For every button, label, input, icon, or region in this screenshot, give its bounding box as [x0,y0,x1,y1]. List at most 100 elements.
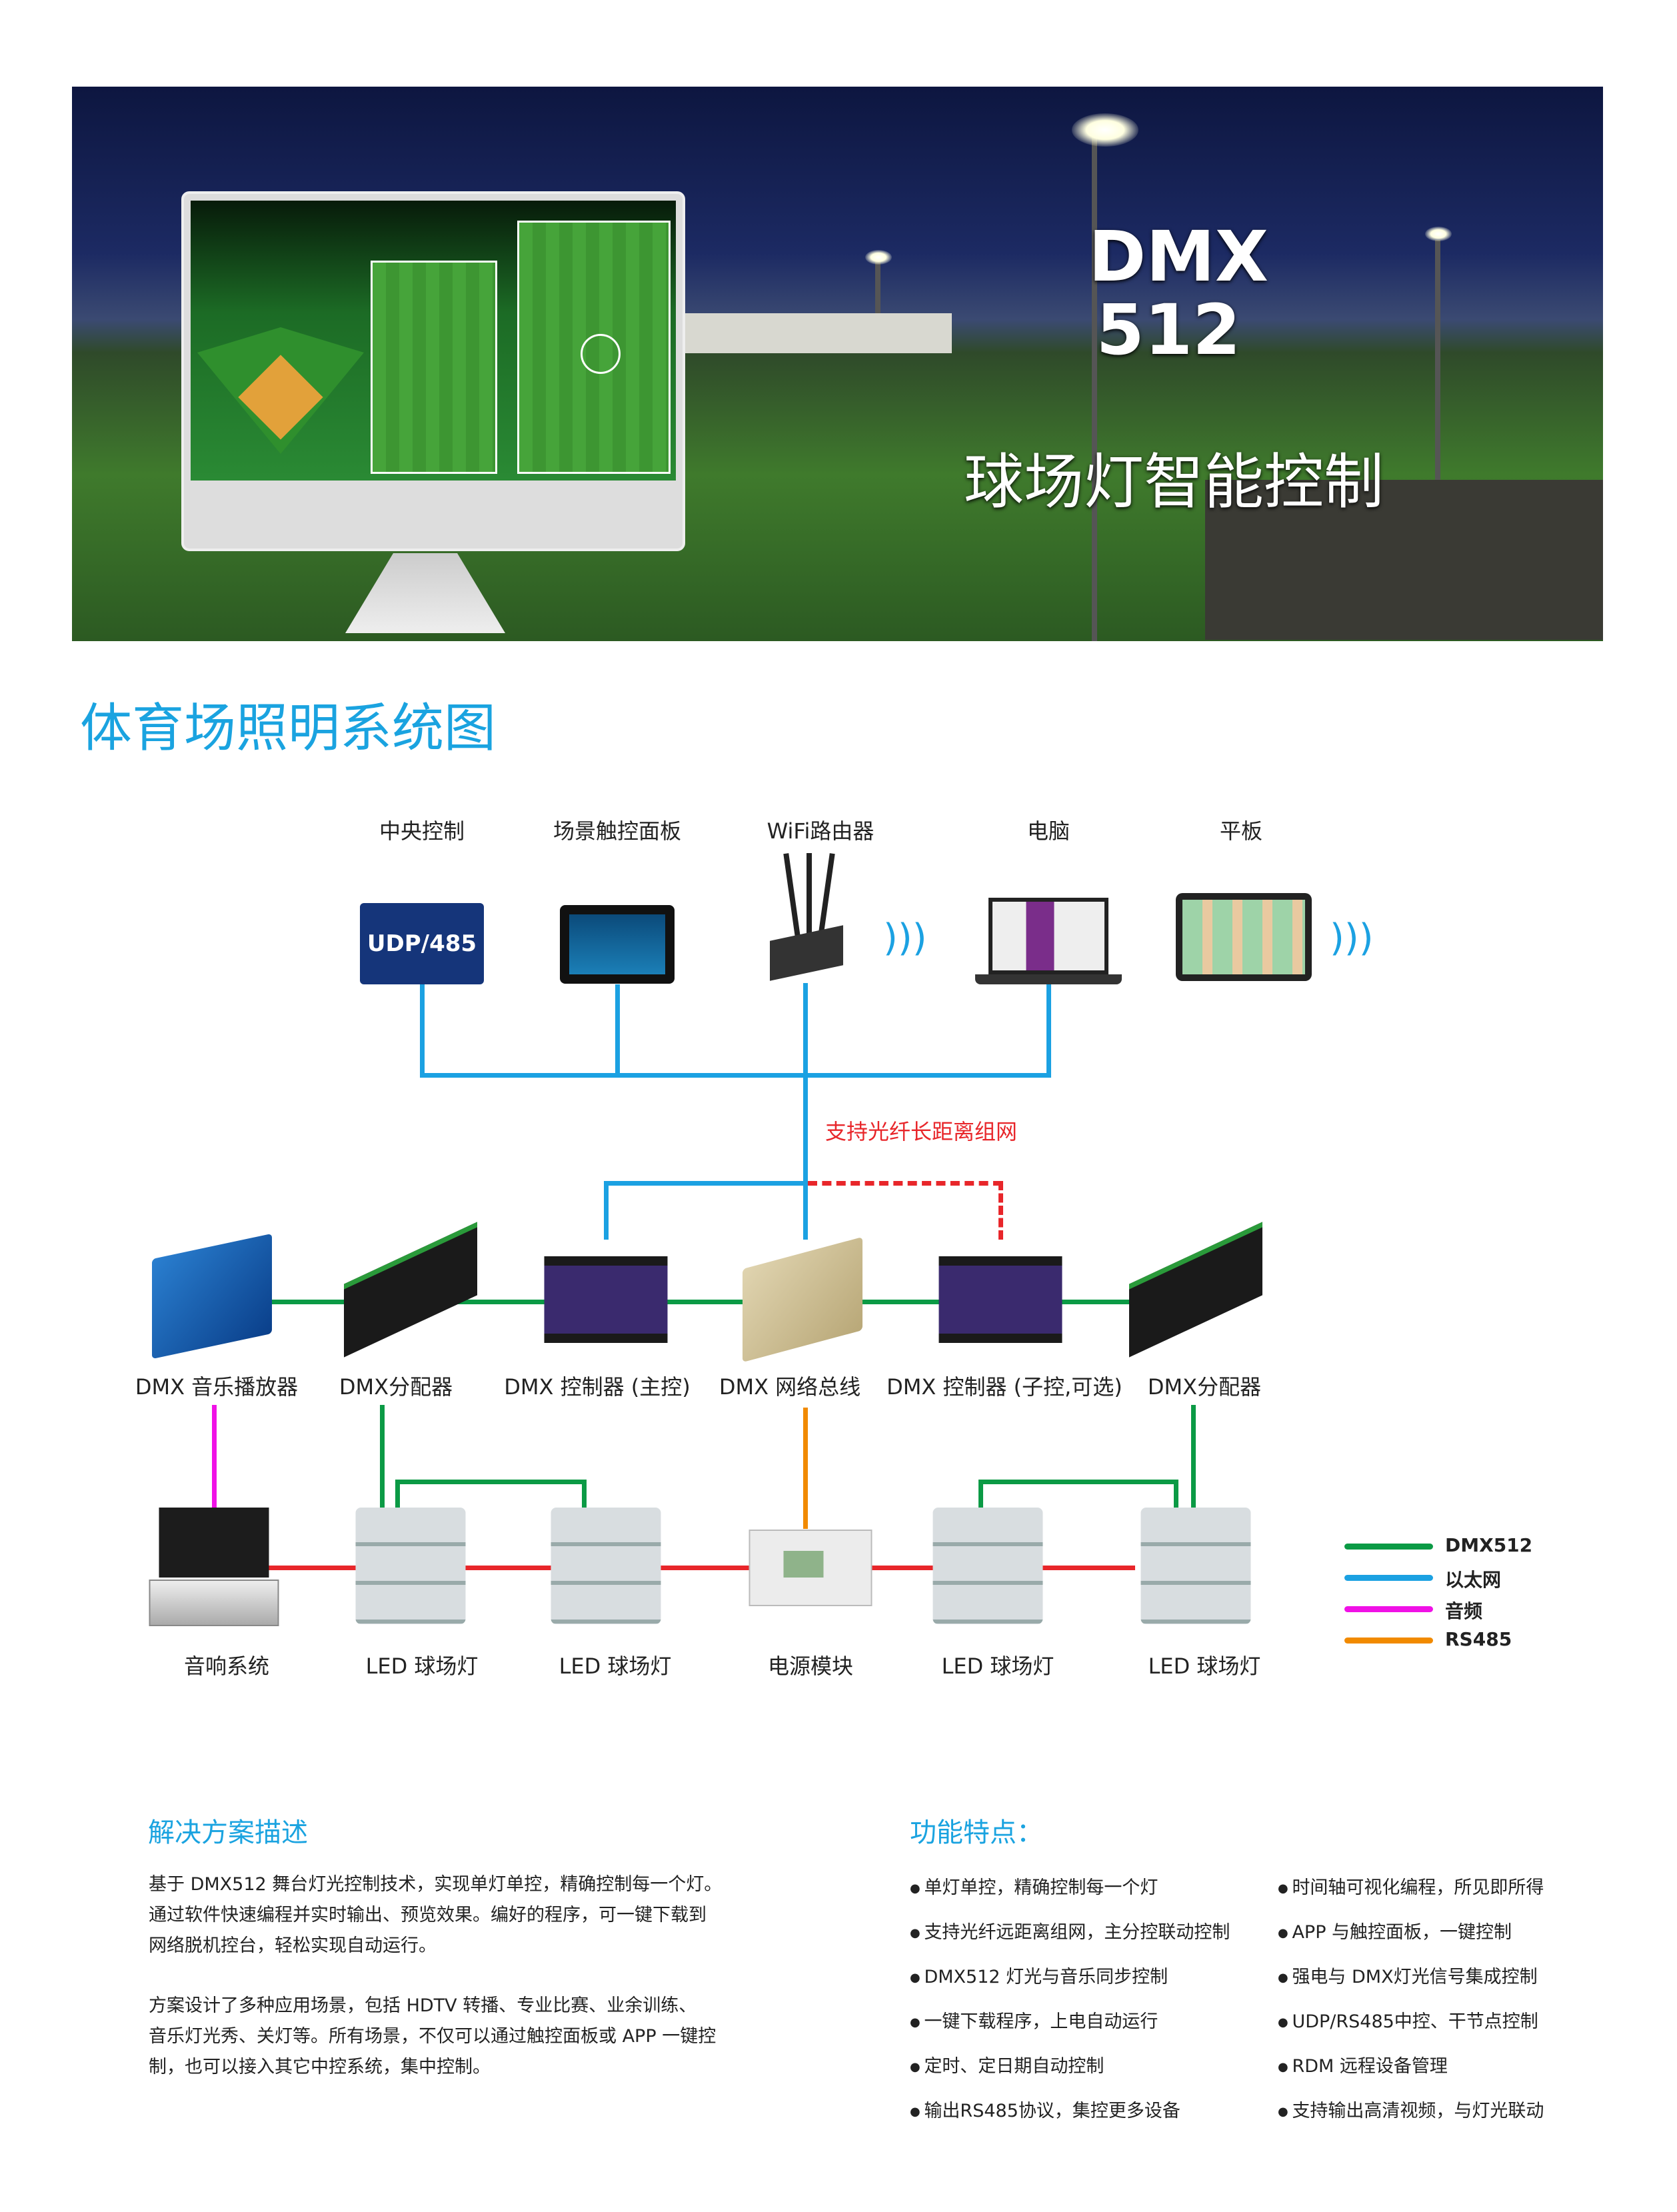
feature-item: ● APP 与触控面板，一键控制 [1278,1917,1512,1943]
feature-text: 支持输出高清视频，与灯光联动 [1292,2101,1544,2121]
legend-label: RS485 [1445,1628,1512,1650]
feature-item: ● 定时、定日期自动控制 [910,2051,1104,2077]
bullet-icon: ● [1278,2060,1292,2074]
audio-line [212,1405,217,1508]
text-line: 通过软件快速编程并实时输出、预览效果。编好的程序，可一键下载到 [149,1905,707,1925]
legend-swatch-dmx512 [1344,1544,1433,1550]
dmx-slave-controller-device [938,1256,1062,1343]
diagram-heading: 体育场照明系统图 [80,698,497,758]
legend-label: 以太网 [1445,1569,1502,1591]
label-dmx-splitter: DMX分配器 [339,1374,453,1400]
feature-item: ● UDP/RS485中控、干节点控制 [1278,2007,1538,2033]
audio-system-device [149,1508,279,1631]
dmx-line [395,1480,587,1484]
label-led-light: LED 球场灯 [559,1654,672,1679]
label-dmx-music-player: DMX 音乐播放器 [135,1374,299,1400]
ethernet-line [1046,984,1051,1078]
stadium-screen [191,201,676,481]
feature-item: ● 支持光纤远距离组网，主分控联动控制 [910,1917,1230,1943]
feature-text: RDM 远程设备管理 [1292,2056,1448,2077]
feature-text: 定时、定日期自动控制 [924,2056,1104,2077]
rs485-line [803,1408,808,1529]
fiber-dashed-line [808,1181,1002,1186]
dmx-line [582,1480,587,1508]
ethernet-trunk [803,983,808,1240]
touch-panel-device [560,905,675,984]
floodlight [1072,113,1138,147]
text-line: 制，也可以接入其它中控系统，集中控制。 [149,2057,491,2077]
ethernet-line [420,984,425,1078]
hero-banner: DMX 512 球场灯智能控制 [72,87,1603,641]
feature-text: UDP/RS485中控、干节点控制 [1292,2011,1538,2032]
wifi-router-device [770,853,843,981]
light-pole [1435,240,1440,640]
wifi-icon: ))) [1330,916,1374,960]
label-led-light: LED 球场灯 [1148,1654,1261,1679]
laptop-device [975,898,1122,988]
led-stadium-light [932,1508,1043,1624]
feature-item: ● RDM 远程设备管理 [1278,2051,1448,2077]
feature-item: ● 支持输出高清视频，与灯光联动 [1278,2096,1544,2122]
light-pole [875,260,880,340]
bullet-icon: ● [910,1971,924,1985]
dmx-line [1191,1405,1196,1508]
text-line: 网络脱机控台，轻松实现自动运行。 [149,1935,437,1956]
bullet-icon: ● [1278,1881,1292,1895]
dmx-splitter-device [344,1222,477,1358]
clubhouse [685,313,952,353]
feature-text: 强电与 DMX灯光信号集成控制 [1292,1967,1538,1987]
light-pole [1092,127,1097,641]
text-line: 音乐灯光秀、关灯等。所有场景，不仅可以通过触控面板或 APP 一键控 [149,2026,717,2047]
center-circle [581,334,621,374]
legend-swatch-ethernet [1344,1575,1433,1581]
label-power-module: 电源模块 [767,1654,854,1679]
ethernet-line [615,984,620,1078]
label-central-control: 中央控制 [379,818,465,844]
solution-paragraph-2: 方案设计了多种应用场景，包括 HDTV 转播、专业比赛、业余训练、 音乐灯光秀、… [149,1991,716,2083]
bullet-icon: ● [910,2060,924,2074]
dmx-line [263,1300,1143,1304]
power-line [269,1566,1135,1570]
football-field [371,261,497,474]
dmx-line [1174,1480,1178,1508]
dmx-line [978,1480,1178,1484]
label-dmx-slave-controller: DMX 控制器 (子控,可选) [886,1374,1122,1400]
feature-item: ● 一键下载程序，上电自动运行 [910,2007,1158,2033]
feature-text: 输出RS485协议，集控更多设备 [924,2101,1180,2121]
legend-swatch-rs485 [1344,1638,1433,1644]
feature-text: DMX512 灯光与音乐同步控制 [924,1967,1168,1987]
label-touch-panel: 场景触控面板 [553,818,682,844]
floodlight [1425,227,1452,241]
legend-label: DMX512 [1445,1534,1533,1556]
label-led-light: LED 球场灯 [365,1654,479,1679]
shed [1205,480,1603,640]
dmx-master-controller-device [544,1256,668,1343]
bullet-icon: ● [910,1881,924,1895]
bullet-icon: ● [910,2015,924,2029]
led-stadium-light [355,1508,466,1624]
ethernet-bus [420,1073,1051,1078]
fiber-dashed-line [998,1181,1003,1240]
label-audio-system: 音响系统 [183,1654,270,1679]
dmx-line [380,1405,385,1508]
label-computer: 电脑 [1026,818,1070,844]
dmx-network-bus-device [743,1236,862,1363]
wifi-icon: ))) [883,916,927,960]
feature-text: 时间轴可视化编程，所见即所得 [1292,1877,1544,1898]
label-wifi-router: WiFi路由器 [767,818,874,844]
feature-text: 一键下载程序，上电自动运行 [924,2011,1158,2032]
udp485-controller: UDP/485 [360,903,484,984]
bullet-icon: ● [1278,1971,1292,1985]
label-dmx-master-controller: DMX 控制器 (主控) [504,1374,691,1400]
legend-swatch-audio [1344,1606,1433,1612]
bullet-icon: ● [910,1926,924,1940]
bullet-icon: ● [910,2105,924,2119]
text-line: 基于 DMX512 舞台灯光控制技术，实现单灯单控，精确控制每一个灯。 [149,1874,723,1895]
label-tablet: 平板 [1219,818,1263,844]
monitor-stand [345,553,505,633]
label-dmx-network-bus: DMX 网络总线 [719,1374,861,1400]
feature-item: ● 时间轴可视化编程，所见即所得 [1278,1873,1544,1899]
feature-item: ● 强电与 DMX灯光信号集成控制 [1278,1962,1538,1988]
banner-title-dmx: DMX [1088,216,1269,297]
bullet-icon: ● [1278,1926,1292,1940]
